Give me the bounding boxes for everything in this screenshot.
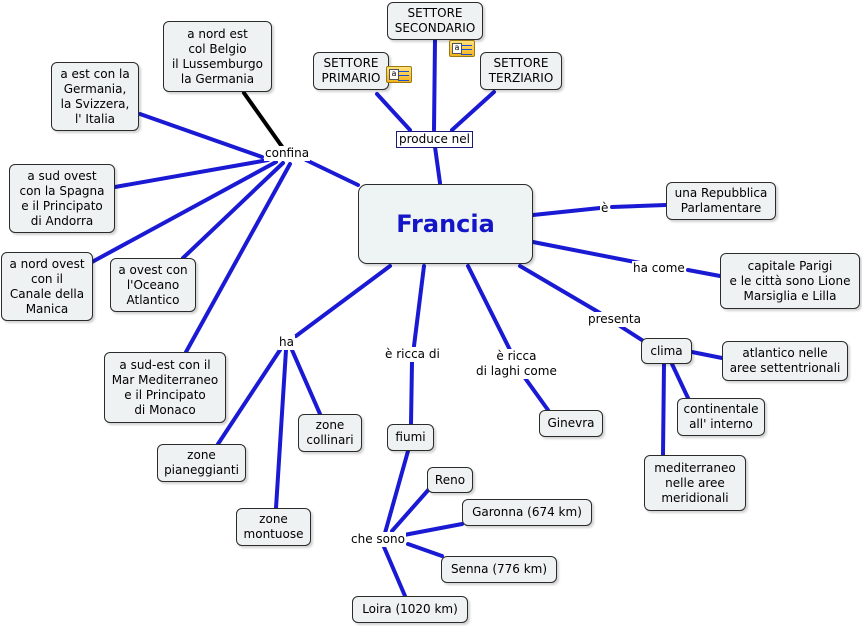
node-nord-est[interactable]: a nord est col Belgio il Lussemburgo la … — [163, 21, 272, 92]
link-ha-collinari — [290, 348, 322, 416]
link-che-sono-senna — [406, 542, 444, 558]
link-clima-atlantico — [690, 350, 724, 360]
node-clima-mediterraneo[interactable]: mediterraneo nelle aree meridionali — [644, 455, 746, 511]
link-ricca-di-fiumi — [409, 360, 414, 426]
link-fiumi-che-sono — [383, 449, 410, 535]
link-clima-mediterraneo — [661, 362, 666, 457]
link-produce-terziario — [450, 90, 496, 132]
central-concept-francia[interactable]: Francia — [358, 184, 533, 264]
link-ha-come-capitale — [686, 268, 722, 278]
link-label-e[interactable]: è — [600, 201, 610, 216]
node-fiumi[interactable]: fiumi — [387, 424, 434, 451]
link-label-produce-nel[interactable]: produce nel — [396, 131, 473, 148]
link-confina-nord-est — [242, 91, 285, 150]
node-settore-primario[interactable]: SETTORE PRIMARIO — [313, 52, 389, 90]
link-confina-est — [138, 112, 264, 159]
link-confina-ovest — [181, 161, 285, 260]
link-che-sono-garonna — [402, 522, 464, 537]
node-senna[interactable]: Senna (776 km) — [441, 556, 557, 583]
link-produce-secondario — [432, 38, 437, 132]
node-zone-montuose[interactable]: zone montuose — [236, 508, 311, 546]
link-label-ricca-di[interactable]: è ricca di — [384, 347, 441, 362]
node-settore-secondario[interactable]: SETTORE SECONDARIO — [387, 2, 483, 40]
link-label-ha-come[interactable]: ha come — [632, 261, 686, 276]
link-label-ricca-laghi[interactable]: è ricca di laghi come — [475, 349, 558, 379]
link-francia-ha-come — [531, 240, 642, 265]
link-francia-e — [531, 206, 602, 217]
link-francia-ha — [294, 264, 392, 338]
link-presenta-clima — [618, 324, 647, 344]
link-francia-ricca-laghi — [466, 264, 512, 352]
node-nord-ovest[interactable]: a nord ovest con il Canale della Manica — [1, 252, 93, 321]
link-ricca-laghi-ginevra — [523, 376, 550, 412]
node-ginevra[interactable]: Ginevra — [539, 410, 603, 437]
node-capitale[interactable]: capitale Parigi e le città sono Lione Ma… — [720, 253, 860, 309]
node-ovest[interactable]: a ovest con l'Oceano Atlantico — [110, 258, 196, 312]
node-repubblica[interactable]: una Repubblica Parlamentare — [666, 182, 776, 220]
link-ha-montuose — [274, 348, 288, 510]
link-che-sono-reno — [390, 486, 432, 533]
node-clima[interactable]: clima — [641, 338, 692, 364]
link-francia-confina — [304, 158, 360, 187]
link-francia-produce — [433, 145, 442, 185]
link-francia-ricca-di — [412, 264, 426, 348]
note-icon[interactable]: a — [449, 40, 475, 57]
link-ha-pianeggianti — [216, 348, 282, 446]
node-clima-atlantico[interactable]: atlantico nelle aree settentrionali — [722, 341, 848, 381]
central-concept-label: Francia — [396, 209, 495, 238]
link-confina-sud-est — [184, 162, 292, 354]
link-francia-presenta — [518, 264, 602, 315]
node-sud-est[interactable]: a sud-est con il Mar Mediterraneo e il P… — [104, 352, 226, 423]
link-clima-continentale — [670, 362, 690, 400]
link-confina-sud-ovest — [113, 158, 270, 189]
link-label-presenta[interactable]: presenta — [587, 312, 642, 327]
node-clima-continentale[interactable]: continentale all' interno — [677, 398, 765, 436]
link-e-repubblica — [610, 203, 668, 209]
node-loira[interactable]: Loira (1020 km) — [352, 596, 468, 623]
link-label-che-sono[interactable]: che sono — [350, 532, 406, 547]
node-zone-collinari[interactable]: zone collinari — [298, 414, 362, 452]
node-settore-terziario[interactable]: SETTORE TERZIARIO — [480, 52, 562, 90]
node-garonna[interactable]: Garonna (674 km) — [462, 499, 592, 526]
link-label-confina[interactable]: confina — [264, 146, 311, 161]
node-reno[interactable]: Reno — [427, 467, 473, 493]
link-produce-primario — [375, 92, 412, 132]
node-est[interactable]: a est con la Germania, la Svizzera, l' I… — [51, 62, 139, 131]
node-sud-ovest[interactable]: a sud ovest con la Spagna e il Principat… — [9, 164, 115, 233]
link-che-sono-loira — [382, 545, 407, 598]
note-icon[interactable]: a — [386, 66, 412, 83]
link-confina-nord-ovest — [90, 160, 278, 264]
link-label-ha[interactable]: ha — [278, 335, 295, 350]
node-zone-pianeggianti[interactable]: zone pianeggianti — [157, 444, 246, 482]
